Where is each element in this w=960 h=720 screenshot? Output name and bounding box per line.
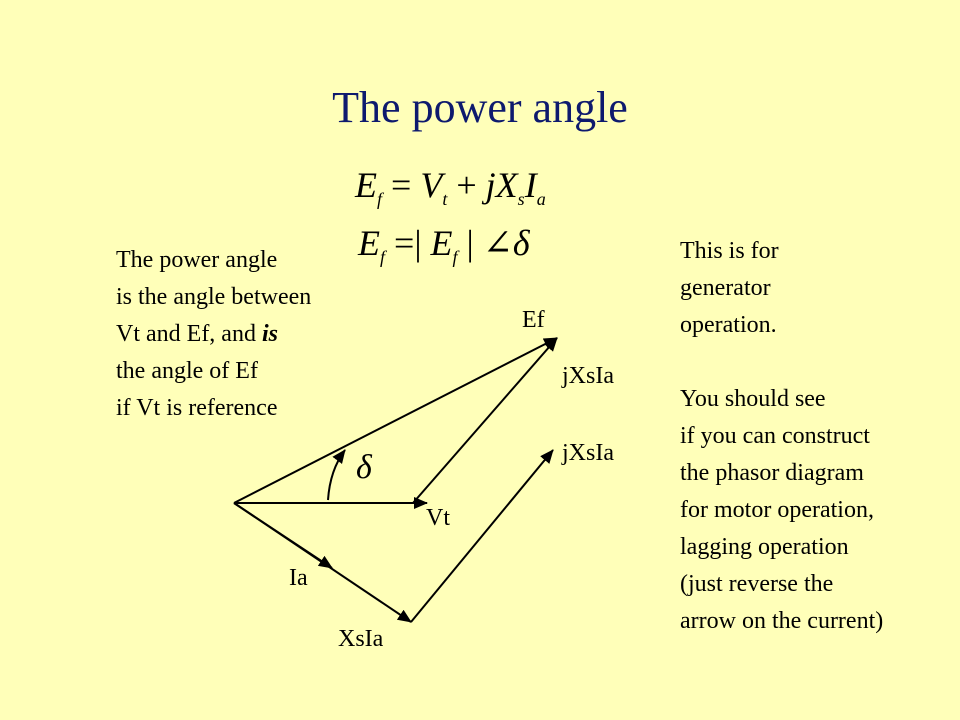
- delta-angle-arc: [327, 449, 346, 501]
- generator-operation-note: This is for generator operation. You sho…: [680, 238, 884, 634]
- equation-ef-polar: Ef =| Ef | ∠δ: [358, 223, 530, 267]
- jxsia-phasor-upper: [412, 337, 558, 504]
- page-title: The power angle: [332, 83, 628, 132]
- delta-symbol: δ: [356, 449, 372, 486]
- vt-label: Vt: [426, 505, 450, 531]
- jxsia-label-upper: jXsIa: [562, 363, 614, 389]
- jxsia-phasor-lower: [410, 449, 554, 623]
- xsia-label: XsIa: [338, 626, 384, 652]
- ef-label: Ef: [522, 307, 545, 333]
- jxsia-label-lower: jXsIa: [562, 440, 614, 466]
- ia-label: Ia: [289, 565, 308, 591]
- xsia-phasor: [233, 502, 412, 623]
- power-angle-explanation: The power angle is the angle between Vt …: [116, 247, 312, 421]
- ef-phasor: [233, 337, 558, 504]
- equation-ef-definition: Ef = Vt + jXsIa: [355, 165, 546, 209]
